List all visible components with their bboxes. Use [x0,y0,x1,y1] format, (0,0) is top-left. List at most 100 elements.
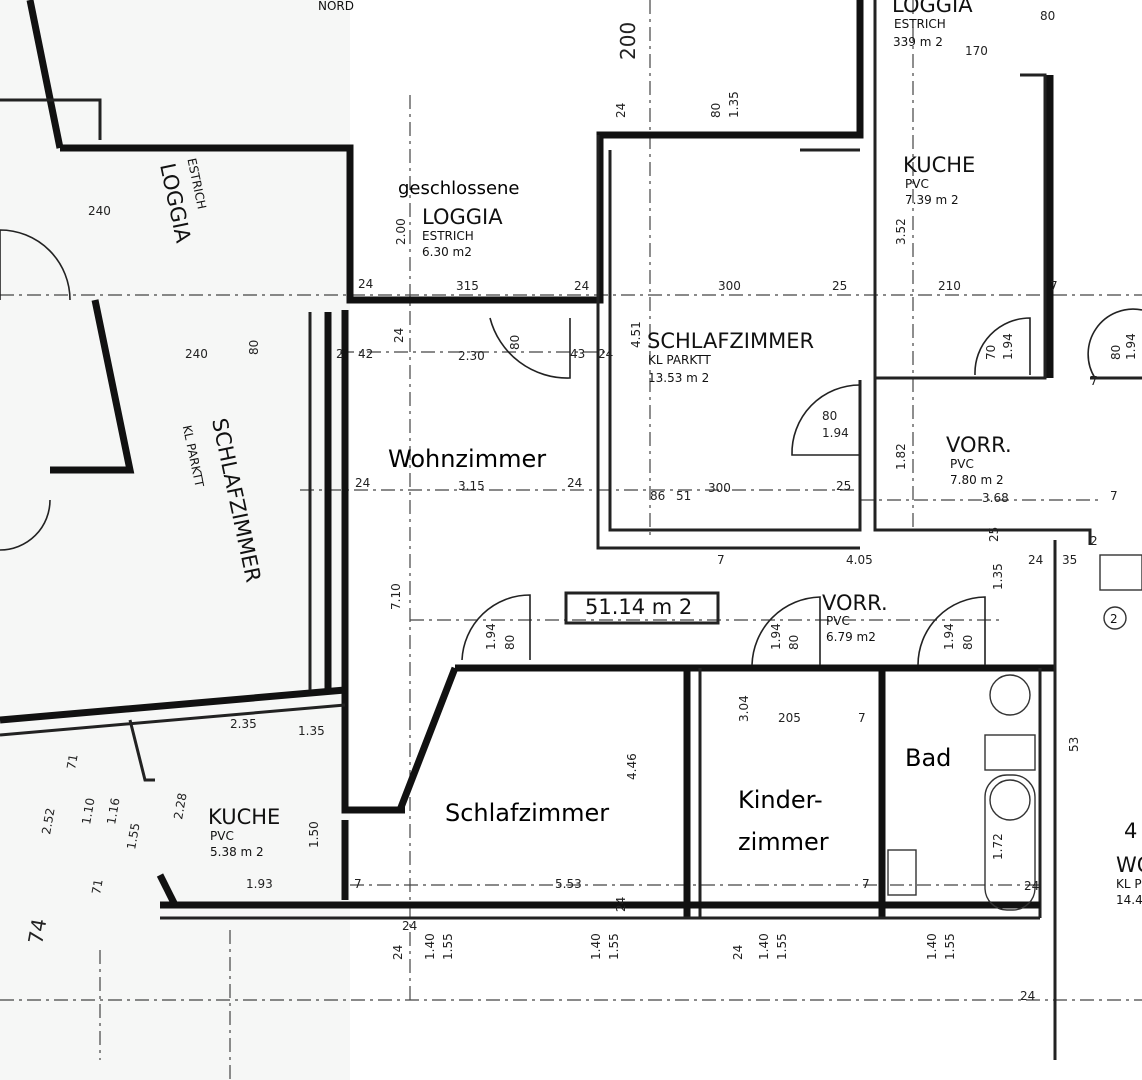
dimension-label: 42 [358,347,373,361]
label-loggia-tr: LOGGIA [892,0,973,17]
dimension-label: 86 [650,489,665,503]
label-right-num: 4 [1124,819,1137,843]
dimension-label: 2.00 [394,218,408,245]
dimension-label: 1.93 [246,877,273,891]
dimension-label: 24 [614,897,628,912]
bathroom-fixtures [564,554,1142,911]
dimension-label: 71 [64,753,80,770]
dimension-label: 1.94 [484,623,498,650]
dimension-label: 1.94 [1001,333,1015,360]
dimension-label: 1.72 [991,833,1005,860]
plan-labels: NORD LOGGIA ESTRICH 339 m 2 LOGGIA ESTRI… [155,0,1142,907]
door-swings [0,229,1142,666]
dimension-label: 300 [708,481,731,495]
dimension-label: 1.40 [757,933,771,960]
dimension-label: 24 [614,103,628,118]
door-kinderzimmer [751,596,821,666]
dimension-label: 7 [1110,489,1118,503]
area-vorr-right: 7.80 m 2 [950,473,1004,487]
dimension-label: 2.52 [39,807,57,836]
label-vorr-right: VORR. [946,433,1012,457]
dimension-label: 25 [832,279,847,293]
dimension-label: 24 [1028,553,1043,567]
dimension-label: 51 [676,489,691,503]
dimension-label: 24 [391,945,405,960]
door-left-loggia [0,229,71,301]
door-bad [917,596,986,666]
dimension-label: 1.16 [104,797,122,826]
dimension-label: 25 [987,527,1001,542]
dimension-label: 80 [503,635,517,650]
dimension-label: 24 [1020,989,1035,1003]
dimension-label: 80 [787,635,801,650]
dimension-label: 3.68 [982,491,1009,505]
dimension-label: 1.55 [943,933,957,960]
dimension-label: 4.51 [629,321,643,348]
dimension-label: 1.35 [298,724,325,738]
dimension-label: 200 [616,22,640,60]
dimension-label: 80 [822,409,837,423]
label-vorr-center: VORR. [822,591,888,615]
room-overlay-labels: geschlossene Wohnzimmer Schlafzimmer Kin… [388,178,951,856]
dimension-label: 24 [567,476,582,490]
label-right-room: WO [1116,853,1142,877]
dimension-label: 71 [89,878,105,895]
floor-loggia-tr: ESTRICH [894,17,946,31]
dimension-label: 1.55 [775,933,789,960]
floor-kueche-top: PVC [905,177,929,191]
dimension-label: 7 [1090,374,1098,388]
dimension-label: 4.05 [846,553,873,567]
dimension-label: 300 [718,279,741,293]
dimension-label: 7.10 [389,583,403,610]
dimension-label: 1.40 [925,933,939,960]
dimension-label: 24 [731,945,745,960]
dimension-label: 1.94 [822,426,849,440]
dimension-label: 4.46 [625,753,639,780]
dimension-label: 2 [1090,534,1098,548]
dimension-label: 80 [1109,345,1123,360]
dimension-label: 2.28 [171,792,189,821]
room-label-kinderzimmer-2: zimmer [738,828,829,856]
dimension-label: 1.55 [441,933,455,960]
door-kueche [974,317,1031,376]
dimension-label: 210 [938,279,961,293]
dimension-label: 1.94 [1124,333,1138,360]
dimension-label: 3.04 [737,695,751,722]
dimension-label: 24 [598,347,613,361]
floor-schlafzimmer-top: KL PARKTT [648,353,711,367]
dimension-label: 1.10 [79,797,97,826]
area-loggia-tr: 339 m 2 [893,35,943,49]
area-right-room: 14.4 [1116,893,1142,907]
label-schlafzimmer-top: SCHLAFZIMMER [647,329,814,353]
dimension-label: 1.40 [589,933,603,960]
dimension-label: 1.35 [991,563,1005,590]
dimension-label: 7 [354,877,362,891]
dimension-label: 2.30 [458,349,485,363]
door-corridor-1 [461,594,531,661]
area-schlafzimmer-top: 13.53 m 2 [648,371,709,385]
dimension-label: 240 [185,347,208,361]
dimension-label: 24 [574,279,589,293]
room-label-geschlossene: geschlossene [398,178,520,199]
floor-vorr-right: PVC [950,457,974,471]
door-schlafzimmer-top [791,384,861,456]
floor-kueche-bottom: PVC [210,829,234,843]
dimension-label: 1.40 [423,933,437,960]
label-kueche-bottom: KUCHE [208,805,280,829]
dimension-label: 80 [1040,9,1055,23]
dimension-label: 170 [965,44,988,58]
door-left-bedroom [0,499,51,551]
dimension-label: 7 [717,553,725,567]
floor-loggia-center: ESTRICH [422,229,474,243]
room-label-bad: Bad [905,744,951,772]
dimension-label: 5.53 [555,877,582,891]
dimension-label: 1.94 [942,623,956,650]
dimension-label: 80 [961,635,975,650]
door-right [1087,308,1142,379]
dimension-label: 24 [358,277,373,291]
dimension-label: 315 [456,279,479,293]
